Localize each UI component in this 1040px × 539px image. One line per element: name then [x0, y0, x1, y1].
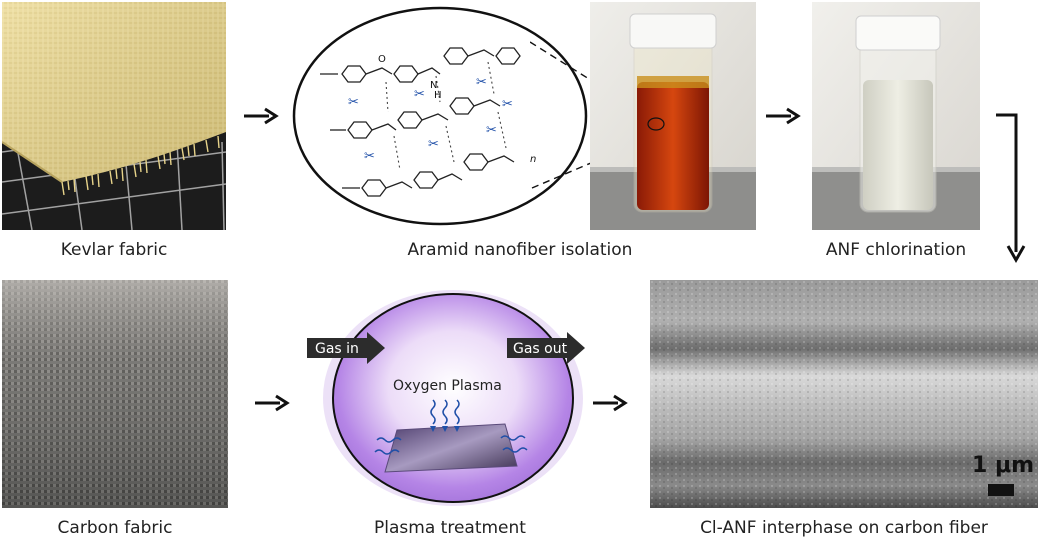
carbon-fabric-photo	[2, 280, 228, 508]
plasma-wave-icon	[374, 399, 528, 455]
plasma-caption: Plasma treatment	[374, 518, 526, 538]
plasma-chamber-diagram: Oxygen Plasma Gas in Gas out	[305, 280, 595, 512]
interphase-caption: Cl-ANF interphase on carbon fiber	[700, 518, 988, 538]
amide-n-label: N	[430, 80, 437, 91]
aramid-caption: Aramid nanofiber isolation	[407, 240, 633, 260]
kevlar-fabric-photo	[2, 2, 226, 230]
kevlar-caption: Kevlar fabric	[60, 240, 168, 260]
carbon-caption: Carbon fabric	[57, 518, 173, 538]
right-arrow-icon	[255, 394, 290, 412]
amide-h-label: H	[434, 90, 442, 101]
scale-bar	[988, 484, 1014, 496]
scissors-icon: ✂	[364, 149, 375, 164]
right-arrow-icon	[244, 107, 279, 125]
sem-micrograph: 1 μm	[650, 280, 1038, 508]
right-arrow-icon	[593, 394, 628, 412]
scissors-icon: ✂	[476, 75, 487, 90]
scissors-icon: ✂	[502, 97, 513, 112]
repeat-unit-label: n	[530, 154, 536, 165]
scissors-icon: ✂	[428, 137, 439, 152]
plasma-label: Oxygen Plasma	[393, 378, 502, 394]
down-arrow-icon	[996, 113, 1026, 264]
right-arrow-icon	[766, 107, 801, 125]
zoom-lines	[530, 41, 665, 189]
gas-in-label: Gas in	[315, 341, 359, 357]
chlorination-caption: ANF chlorination	[825, 240, 967, 260]
scissors-icon: ✂	[348, 95, 359, 110]
gas-out-label: Gas out	[513, 341, 568, 357]
clear-vial-photo	[812, 2, 980, 230]
scale-bar-label: 1 μm	[972, 453, 1034, 478]
red-vial-photo	[590, 2, 756, 230]
scissors-icon: ✂	[414, 87, 425, 102]
aramid-structure-diagram: O N H n ✂ ✂ ✂ ✂ ✂ ✂ ✂	[290, 2, 590, 230]
scissors-icon: ✂	[486, 123, 497, 138]
amide-o-label: O	[378, 54, 386, 65]
